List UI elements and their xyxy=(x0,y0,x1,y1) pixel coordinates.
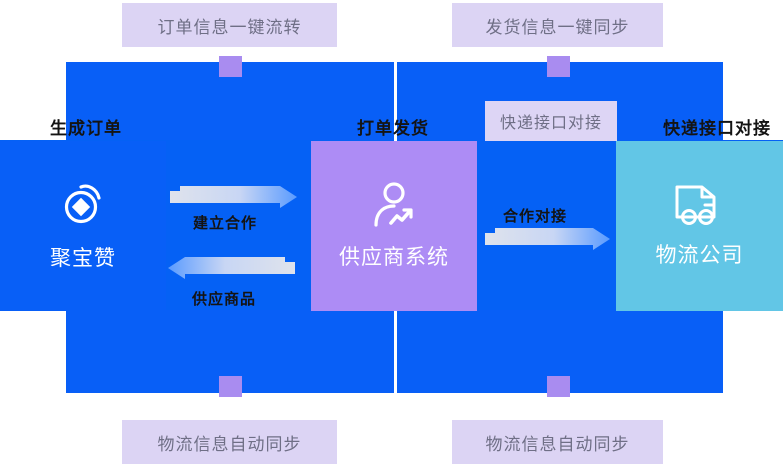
card-logistics[interactable]: 物流公司 xyxy=(616,141,783,311)
arrow-establish-cooperation xyxy=(170,186,297,208)
supplier-user-chart-icon xyxy=(368,181,420,231)
arrow-supply-goods xyxy=(168,257,295,279)
arrow-cooperation-docking-label: 合作对接 xyxy=(503,208,568,225)
tag-bottom-right: 物流信息自动同步 xyxy=(452,420,663,464)
tag-top-left: 订单信息一键流转 xyxy=(122,3,337,47)
card-logistics-label: 物流公司 xyxy=(655,244,744,267)
connector-nub-top-right xyxy=(547,56,570,77)
card-supplier[interactable]: 供应商系统 xyxy=(311,141,477,311)
step-label-create-order: 生成订单 xyxy=(50,119,122,138)
callout-express-api: 快递接口对接 xyxy=(485,101,617,141)
card-jubaozan-label: 聚宝赞 xyxy=(50,247,116,270)
arrow-supply-goods-label: 供应商品 xyxy=(192,291,257,308)
tag-bottom-left: 物流信息自动同步 xyxy=(122,420,337,464)
connector-nub-bottom-right xyxy=(547,376,570,397)
arrow-establish-cooperation-label: 建立合作 xyxy=(193,215,258,232)
tag-top-right: 发货信息一键同步 xyxy=(452,3,663,47)
step-label-print-ship: 打单发货 xyxy=(357,119,429,138)
connector-nub-bottom-left xyxy=(219,376,242,397)
jubaozan-logo-icon xyxy=(57,180,109,232)
arrow-cooperation-docking xyxy=(485,228,610,250)
step-label-express-api: 快递接口对接 xyxy=(663,119,771,138)
card-jubaozan[interactable]: 聚宝赞 xyxy=(0,141,166,311)
connector-nub-top-left xyxy=(219,56,242,77)
card-supplier-label: 供应商系统 xyxy=(339,246,449,269)
delivery-truck-icon xyxy=(672,183,728,229)
